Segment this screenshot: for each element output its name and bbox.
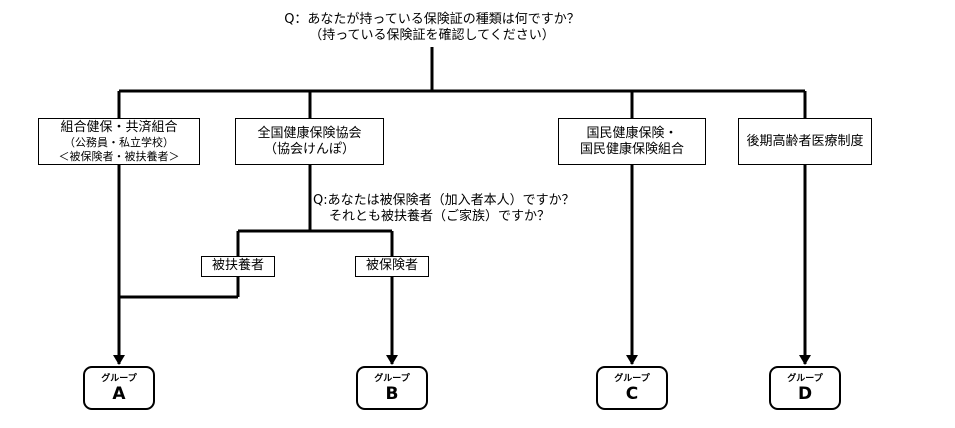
group-c-label: グループ	[614, 374, 650, 384]
group-b-label: グループ	[374, 374, 410, 384]
insurer-kumiai-sub-1: （公務員・私立学校）	[64, 135, 174, 149]
insurer-kumiai-title: 組合健保・共済組合	[60, 119, 178, 135]
insurer-kokuho-line-2: 国民健康保険組合	[579, 141, 684, 157]
insurer-kyokai-line-2: （協会けんぽ）	[263, 141, 355, 157]
insurer-kyokai-line-1: 全国健康保険協会	[257, 125, 362, 141]
insurer-box-kouki: 後期高齢者医療制度	[738, 118, 872, 165]
group-a-badge: グループ A	[83, 366, 155, 410]
group-b-badge: グループ B	[356, 366, 428, 410]
insurer-kouki-title: 後期高齢者医療制度	[746, 133, 864, 149]
insurer-kokuho-line-1: 国民健康保険・	[586, 125, 678, 141]
group-a-letter: A	[112, 384, 126, 404]
question-2-line-2: それとも被扶養者（ご家族）ですか？	[329, 209, 551, 224]
question-2: Q:あなたは被保険者（加入者本人）ですか？ それとも被扶養者（ご家族）ですか？	[305, 193, 615, 225]
group-a-label: グループ	[101, 374, 137, 384]
insurer-box-kyokai: 全国健康保険協会 （協会けんぽ）	[235, 118, 384, 165]
insurer-box-kokuho: 国民健康保険・ 国民健康保険組合	[558, 118, 706, 165]
group-b-letter: B	[385, 384, 399, 404]
group-c-letter: C	[625, 384, 639, 404]
insurer-box-kumiai: 組合健保・共済組合 （公務員・私立学校） ＜被保険者・被扶養者＞	[38, 118, 200, 165]
group-c-badge: グループ C	[596, 366, 668, 410]
answer-dependent: 被扶養者	[201, 256, 275, 277]
group-d-badge: グループ D	[769, 366, 841, 410]
answer-insured: 被保険者	[355, 256, 429, 277]
question-1: Q：あなたが持っている保険証の種類は何ですか？ （持っている保険証を確認してくだ…	[232, 12, 632, 44]
group-d-label: グループ	[787, 374, 823, 384]
question-1-line-2: （持っている保険証を確認してください）	[309, 28, 555, 43]
group-d-letter: D	[797, 384, 813, 404]
question-2-line-1: Q:あなたは被保険者（加入者本人）ですか？	[313, 193, 575, 208]
question-1-line-1: Q：あなたが持っている保険証の種類は何ですか？	[284, 12, 580, 27]
insurer-kumiai-sub-2: ＜被保険者・被扶養者＞	[58, 149, 180, 163]
